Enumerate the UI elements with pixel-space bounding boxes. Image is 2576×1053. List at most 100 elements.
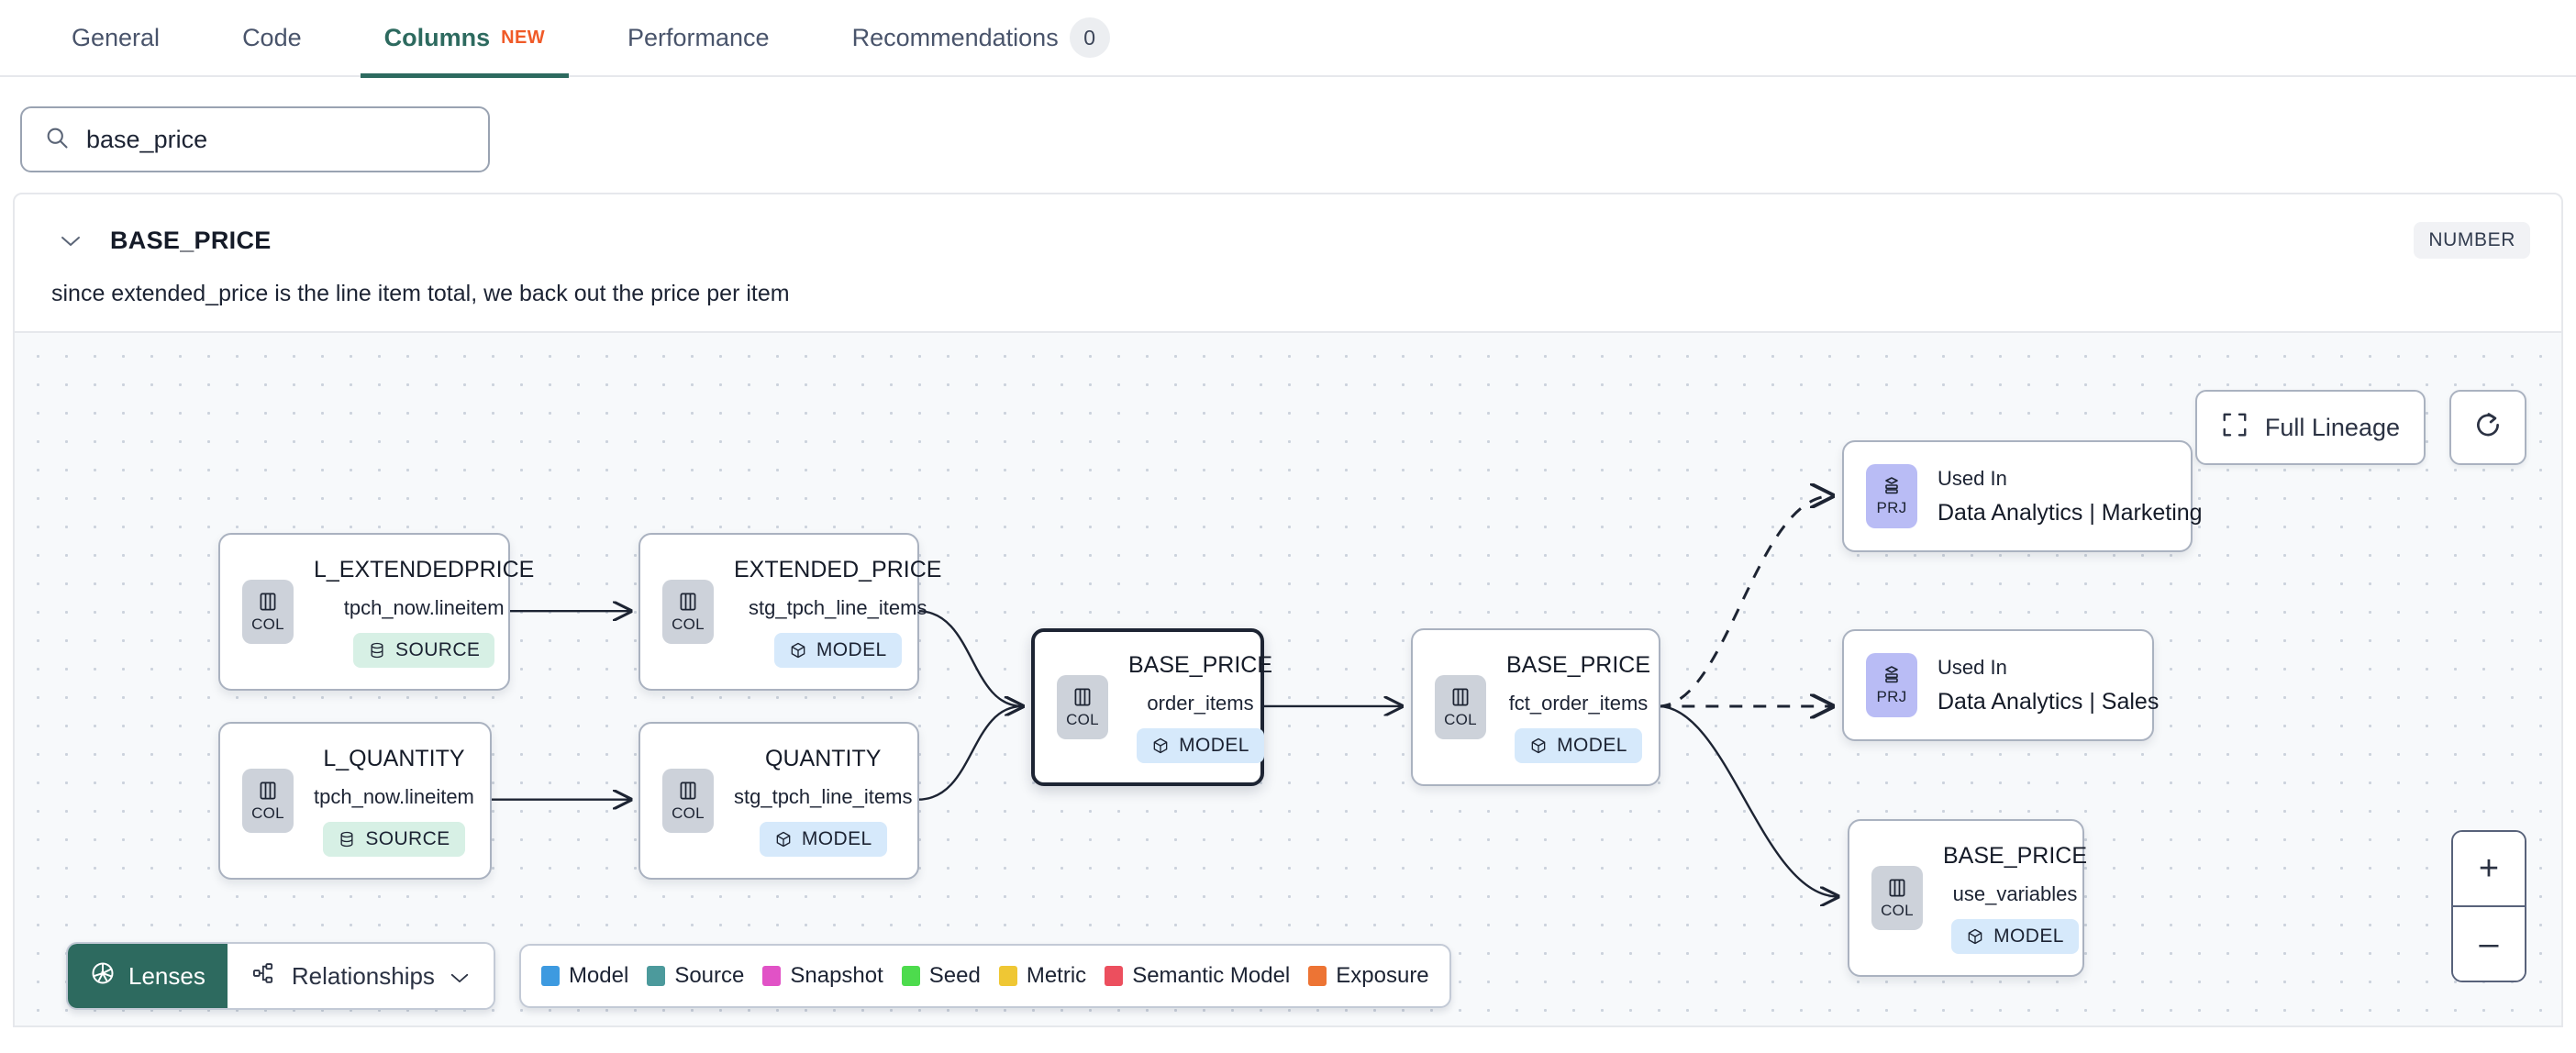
tab-performance[interactable]: Performance [604, 0, 794, 76]
col-chip-label: COL [251, 804, 284, 822]
col-chip-label: COL [1444, 711, 1477, 728]
tab-label: General [72, 23, 161, 51]
node-kind-pill: SOURCE [353, 632, 495, 668]
zoom-out-button[interactable]: – [2453, 907, 2525, 981]
node-kind-label: MODEL [1179, 734, 1249, 756]
legend-item-source: Source [647, 963, 744, 989]
node-kind-pill: MODEL [1137, 727, 1264, 763]
lenses-label: Lenses [128, 961, 205, 990]
node-subtitle: tpch_now.lineitem [314, 784, 474, 808]
lineage-node-l-quantity[interactable]: COL L_QUANTITY tpch_now.lineitem SOURCE [218, 722, 492, 880]
column-name: BASE_PRICE [110, 226, 272, 254]
col-chip-label: COL [251, 615, 284, 633]
tab-recommendations[interactable]: Recommendations 0 [828, 0, 1134, 76]
tab-bar: General Code Columns NEW Performance Rec… [0, 0, 2576, 78]
node-kind-pill: MODEL [759, 821, 887, 857]
refresh-icon [2472, 410, 2504, 446]
prj-chip: PRJ [1866, 464, 1917, 528]
node-title: BASE_PRICE [1943, 842, 2088, 869]
column-type-badge: NUMBER [2414, 222, 2530, 259]
legend-item-seed: Seed [901, 963, 981, 989]
col-chip-label: COL [1881, 902, 1914, 919]
relationships-dropdown[interactable]: Relationships [227, 944, 494, 1008]
prj-chip-label: PRJ [1876, 499, 1907, 516]
search-box[interactable] [20, 106, 490, 172]
refresh-button[interactable] [2449, 390, 2526, 465]
legend-label: Seed [928, 963, 981, 988]
node-kind-label: MODEL [801, 827, 872, 849]
legend-swatch [998, 966, 1017, 986]
relationships-icon [251, 960, 277, 992]
legend-label: Semantic Model [1132, 963, 1291, 988]
legend-swatch [647, 966, 666, 986]
chevron-down-icon[interactable] [57, 227, 84, 254]
col-chip: COL [242, 769, 294, 833]
lineage-node-quantity[interactable]: COL QUANTITY stg_tpch_line_items MODEL [638, 722, 919, 880]
node-subtitle: order_items [1147, 691, 1254, 715]
zoom-controls[interactable]: + – [2451, 830, 2526, 982]
col-chip-label: COL [672, 615, 705, 633]
project-name: Data Analytics | Marketing [1938, 499, 2203, 526]
column-description: since extended_price is the line item to… [51, 281, 790, 306]
col-chip: COL [242, 580, 294, 644]
node-kind-label: SOURCE [395, 638, 481, 660]
lineage-node-base-price-order-items[interactable]: COL BASE_PRICE order_items MODEL [1031, 628, 1272, 786]
search-area [0, 77, 2576, 193]
node-title: QUANTITY [765, 745, 882, 771]
prj-chip-label: PRJ [1876, 688, 1907, 705]
node-subtitle: tpch_now.lineitem [343, 595, 505, 619]
lineage-node-project-sales[interactable]: PRJ Used In Data Analytics | Sales [1842, 629, 2159, 741]
tab-label: Recommendations [851, 23, 1059, 51]
project-name: Data Analytics | Sales [1938, 688, 2160, 715]
legend-label: Exposure [1336, 963, 1429, 988]
node-kind-pill: MODEL [1515, 727, 1642, 763]
search-input[interactable] [86, 125, 466, 154]
col-chip: COL [1871, 866, 1923, 930]
legend-item-metric: Metric [998, 963, 1087, 989]
relationships-label: Relationships [291, 961, 435, 990]
legend-label: Snapshot [790, 963, 883, 988]
node-subtitle: stg_tpch_line_items [734, 784, 913, 808]
recommendations-count-badge: 0 [1069, 17, 1110, 58]
legend-item-semantic-model: Semantic Model [1105, 963, 1290, 989]
tab-code[interactable]: Code [218, 0, 326, 76]
node-kind-label: MODEL [1557, 734, 1627, 756]
col-chip-label: COL [672, 804, 705, 822]
project-used-in-label: Used In [1938, 466, 2007, 490]
node-type-legend: Model Source Snapshot Seed Metric [518, 944, 1451, 1008]
zoom-controls-divider [2453, 905, 2525, 907]
tab-columns[interactable]: Columns NEW [360, 0, 570, 78]
lineage-node-base-price-fct-order-items[interactable]: COL BASE_PRICE fct_order_items MODEL [1411, 628, 1660, 786]
expand-icon [2221, 411, 2248, 445]
lineage-node-extended-price[interactable]: COL EXTENDED_PRICE stg_tpch_line_items M… [638, 533, 941, 691]
legend-swatch [540, 966, 560, 986]
node-title: L_EXTENDEDPRICE [314, 556, 535, 582]
search-icon [44, 125, 70, 155]
tab-label: Columns [383, 23, 491, 51]
legend-label: Metric [1026, 963, 1087, 988]
lineage-canvas[interactable]: COL L_EXTENDEDPRICE tpch_now.lineitem SO… [15, 331, 2561, 1025]
node-subtitle: fct_order_items [1508, 691, 1649, 715]
project-used-in-label: Used In [1938, 655, 2007, 679]
full-lineage-button[interactable]: Full Lineage [2194, 390, 2426, 465]
lineage-node-project-marketing[interactable]: PRJ Used In Data Analytics | Marketing [1842, 440, 2203, 552]
legend-label: Source [674, 963, 745, 988]
tab-general[interactable]: General [48, 0, 183, 76]
legend-swatch [1308, 966, 1327, 986]
legend-item-snapshot: Snapshot [762, 963, 883, 989]
zoom-in-button[interactable]: + [2453, 832, 2525, 905]
lineage-node-l-extendedprice[interactable]: COL L_EXTENDEDPRICE tpch_now.lineitem SO… [218, 533, 534, 691]
tab-new-badge: NEW [501, 27, 545, 48]
chevron-down-icon [450, 962, 470, 991]
lenses-button[interactable]: Lenses [68, 944, 228, 1008]
lineage-node-base-price-use-variables[interactable]: COL BASE_PRICE use_variables MODEL [1848, 819, 2088, 977]
legend-label: Model [568, 963, 629, 988]
col-chip: COL [662, 769, 714, 833]
col-chip: COL [662, 580, 714, 644]
node-kind-label: MODEL [1993, 925, 2064, 947]
full-lineage-label: Full Lineage [2264, 413, 2400, 441]
lens-control-group: Lenses Relationships [66, 942, 495, 1010]
legend-swatch [1105, 966, 1124, 986]
legend-item-model: Model [540, 963, 629, 989]
node-kind-label: SOURCE [365, 827, 450, 849]
